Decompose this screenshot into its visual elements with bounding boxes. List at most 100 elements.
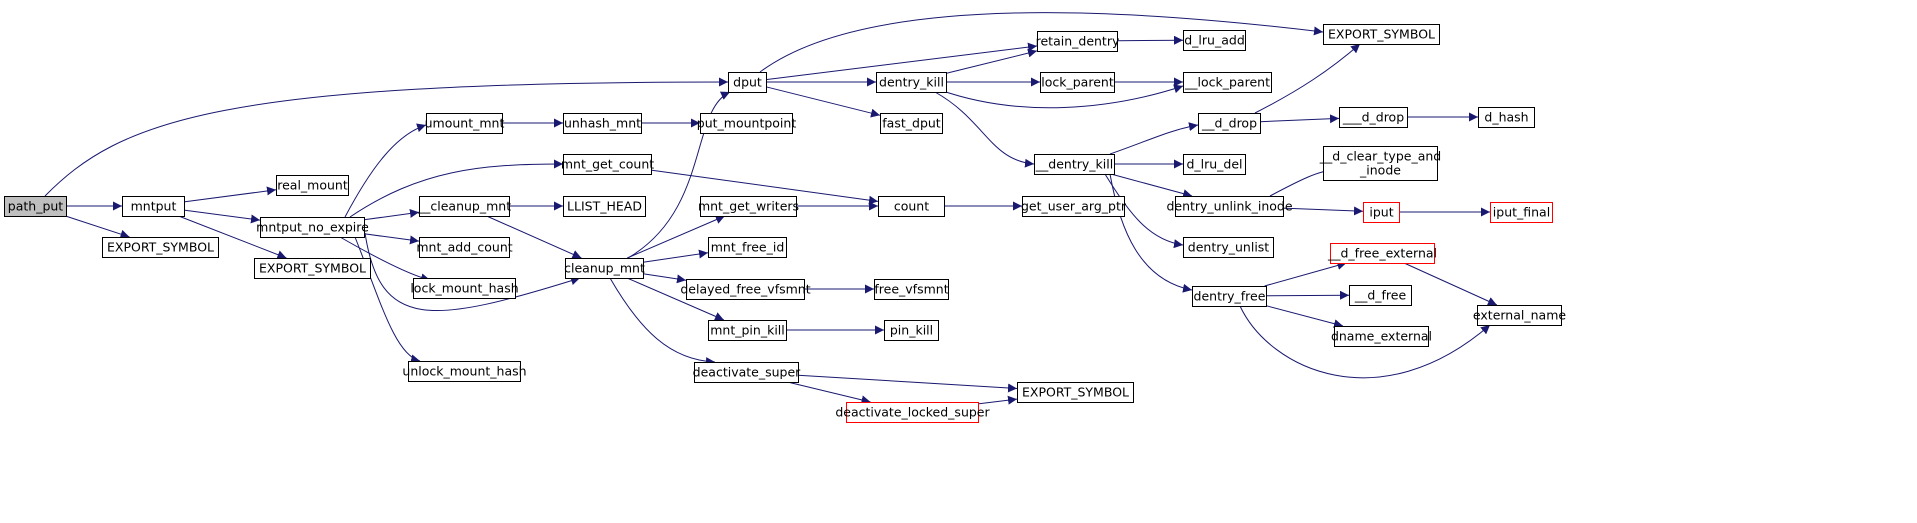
node-mntput[interactable]: mntput xyxy=(122,196,185,217)
node-mnt_add_count[interactable]: mnt_add_count xyxy=(416,237,513,258)
node-box xyxy=(1490,202,1553,223)
edge-dentry_kill-to-dentry_kill_2 xyxy=(934,91,1035,168)
node-cleanup_mnt[interactable]: cleanup_mnt xyxy=(564,258,645,279)
node-box xyxy=(563,113,642,134)
node-d_drop_3[interactable]: ___d_drop xyxy=(1339,107,1408,128)
node-d_lru_add[interactable]: d_lru_add xyxy=(1183,30,1246,51)
node-export_symbol_3[interactable]: EXPORT_SYMBOL xyxy=(1323,24,1440,45)
node-d_drop_2[interactable]: __d_drop xyxy=(1198,113,1261,134)
node-fast_dput[interactable]: fast_dput xyxy=(880,113,943,134)
node-box xyxy=(426,113,503,134)
node-lock_parent[interactable]: lock_parent xyxy=(1040,72,1115,93)
edge-mntput_no_expire-to-cleanup_mnt xyxy=(364,232,581,312)
node-deactivate_super[interactable]: deactivate_super xyxy=(693,362,801,383)
node-put_mountpoint[interactable]: put_mountpoint xyxy=(697,113,797,134)
node-free_vfsmnt[interactable]: free_vfsmnt xyxy=(874,279,949,300)
node-mntput_no_expire[interactable]: mntput_no_expire xyxy=(256,217,369,238)
node-d_free_external[interactable]: __d_free_external xyxy=(1327,243,1437,264)
node-dentry_unlist[interactable]: dentry_unlist xyxy=(1183,237,1274,258)
node-label: path_put xyxy=(8,199,64,214)
node-label: mnt_get_writers xyxy=(698,199,799,214)
node-mnt_pin_kill[interactable]: mnt_pin_kill xyxy=(708,320,787,341)
edge-cleanup_mnt-to-mnt_get_writers xyxy=(627,215,725,259)
node-box xyxy=(565,258,644,279)
node-label: EXPORT_SYMBOL xyxy=(1022,385,1129,400)
node-label: count xyxy=(894,199,929,214)
node-label: lock_parent xyxy=(1041,75,1114,90)
node-pin_kill[interactable]: pin_kill xyxy=(884,320,939,341)
node-label: mnt_free_id xyxy=(711,240,785,255)
node-box xyxy=(122,196,185,217)
node-count[interactable]: count xyxy=(878,196,945,217)
node-dentry_unlink_inode[interactable]: dentry_unlink_inode xyxy=(1166,196,1293,217)
node-cleanup_mnt_1[interactable]: __cleanup_mnt xyxy=(417,196,511,217)
edge-dentry_kill-to-retain_dentry xyxy=(945,48,1038,74)
node-mnt_free_id[interactable]: mnt_free_id xyxy=(708,237,787,258)
node-label: d_lru_del xyxy=(1186,157,1242,172)
edge-cleanup_mnt_1-to-cleanup_mnt xyxy=(486,215,582,259)
node-delayed_free_vfsmnt[interactable]: delayed_free_vfsmnt xyxy=(680,279,811,300)
node-label: __d_free_external xyxy=(1327,246,1437,261)
node-dput[interactable]: dput xyxy=(728,72,767,93)
node-box xyxy=(1323,146,1438,181)
node-real_mount[interactable]: real_mount xyxy=(276,175,349,196)
node-box xyxy=(260,217,365,238)
node-box xyxy=(1192,286,1267,307)
node-export_symbol_4[interactable]: EXPORT_SYMBOL xyxy=(1017,382,1134,403)
node-d_hash[interactable]: d_hash xyxy=(1478,107,1535,128)
node-dname_external[interactable]: dname_external xyxy=(1331,326,1432,347)
node-box xyxy=(1334,326,1429,347)
node-deactivate_locked_super[interactable]: deactivate_locked_super xyxy=(835,402,991,423)
node-box xyxy=(408,361,521,382)
node-mnt_get_writers[interactable]: mnt_get_writers xyxy=(698,196,799,217)
node-label: d_lru_add xyxy=(1184,33,1245,48)
node-label: EXPORT_SYMBOL xyxy=(107,240,214,255)
edge-cleanup_mnt-to-mnt_free_id xyxy=(642,249,709,263)
node-label: __d_clear_type_and xyxy=(1319,149,1441,164)
edge-dentry_free-to-dname_external xyxy=(1265,305,1344,329)
node-box xyxy=(1478,107,1535,128)
node-dentry_kill_2[interactable]: __dentry_kill xyxy=(1034,154,1115,175)
node-retain_dentry[interactable]: retain_dentry xyxy=(1036,31,1120,52)
node-label: dentry_unlink_inode xyxy=(1166,199,1292,214)
node-d_lru_del[interactable]: d_lru_del xyxy=(1183,154,1246,175)
edge-dentry_kill_2-to-dentry_unlink_inode xyxy=(1110,173,1193,198)
node-box xyxy=(878,196,945,217)
node-lock_mount_hash[interactable]: lock_mount_hash xyxy=(410,278,519,299)
node-d_free[interactable]: __d_free xyxy=(1349,285,1412,306)
node-label: iput xyxy=(1369,205,1393,220)
node-d_clear_type_and_inode[interactable]: __d_clear_type_and_inode xyxy=(1319,146,1441,181)
edge-dentry_kill-to-lock_parent_2 xyxy=(939,84,1184,109)
node-export_symbol_2[interactable]: EXPORT_SYMBOL xyxy=(254,258,371,279)
edge-deactivate_super-to-export_symbol_4 xyxy=(797,374,1018,393)
node-umount_mnt[interactable]: umount_mnt xyxy=(425,113,505,134)
node-external_name[interactable]: external_name xyxy=(1473,305,1566,326)
node-dentry_free[interactable]: dentry_free xyxy=(1192,286,1267,307)
node-export_symbol_1[interactable]: EXPORT_SYMBOL xyxy=(102,237,219,258)
edge-deactivate_locked_super-to-export_symbol_4 xyxy=(977,395,1018,405)
node-get_user_arg_ptr[interactable]: get_user_arg_ptr xyxy=(1021,196,1127,217)
node-dentry_kill[interactable]: dentry_kill xyxy=(876,72,947,93)
node-box xyxy=(1183,72,1272,93)
node-label: free_vfsmnt xyxy=(874,282,948,297)
node-box xyxy=(700,196,797,217)
node-box xyxy=(1363,202,1400,223)
node-mnt_get_count[interactable]: mnt_get_count xyxy=(561,154,654,175)
node-label: ___d_drop xyxy=(1342,110,1404,125)
node-iput_final[interactable]: iput_final xyxy=(1490,202,1553,223)
node-label: __d_free xyxy=(1354,288,1407,303)
node-label: delayed_free_vfsmnt xyxy=(680,282,810,297)
node-box xyxy=(4,196,67,217)
node-lock_parent_2[interactable]: __lock_parent xyxy=(1183,72,1272,93)
node-unhash_mnt[interactable]: unhash_mnt xyxy=(563,113,642,134)
node-llist_head[interactable]: LLIST_HEAD xyxy=(563,196,646,217)
node-box xyxy=(686,279,805,300)
node-label: _inode xyxy=(1359,163,1401,178)
node-box xyxy=(708,320,787,341)
node-iput[interactable]: iput xyxy=(1363,202,1400,223)
edge-cleanup_mnt-to-mnt_pin_kill xyxy=(626,277,725,321)
node-label: LLIST_HEAD xyxy=(567,199,642,214)
node-label: iput_final xyxy=(1493,205,1550,220)
node-unlock_mount_hash[interactable]: unlock_mount_hash xyxy=(402,361,527,382)
node-path_put[interactable]: path_put xyxy=(4,196,67,217)
